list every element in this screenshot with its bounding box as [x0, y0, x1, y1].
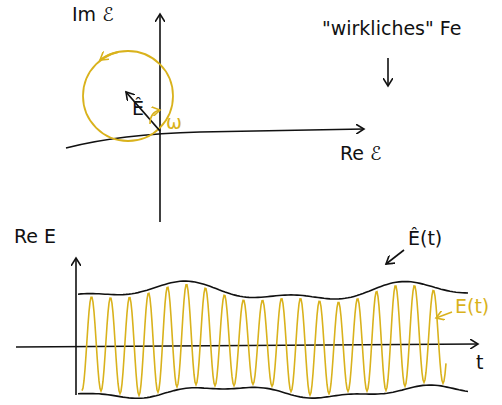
axis-label: Re ℰ	[340, 143, 382, 164]
phasor-label: Ê	[132, 98, 144, 119]
leader-arrow	[386, 250, 404, 264]
phasor-circle	[83, 51, 173, 141]
axis-label: Im ℰ	[72, 4, 114, 25]
rotation-arrow	[100, 52, 118, 60]
axis-label: t	[476, 352, 483, 373]
leader-arrow	[436, 312, 452, 318]
envelope-bottom	[78, 385, 468, 398]
im-axis	[159, 14, 161, 222]
axis-label: Re E	[14, 226, 56, 247]
signal-label: E(t)	[455, 296, 489, 317]
re-e-axis	[75, 258, 77, 395]
oscillation	[82, 285, 446, 396]
phasor-arrow	[126, 92, 160, 131]
omega-arrow	[150, 110, 160, 124]
envelope-top	[78, 281, 468, 299]
down-arrow	[387, 58, 389, 86]
envelope-label: Ê(t)	[408, 228, 442, 249]
omega-label: ω	[166, 112, 182, 133]
note-text: "wirkliches" Fe	[322, 18, 461, 39]
